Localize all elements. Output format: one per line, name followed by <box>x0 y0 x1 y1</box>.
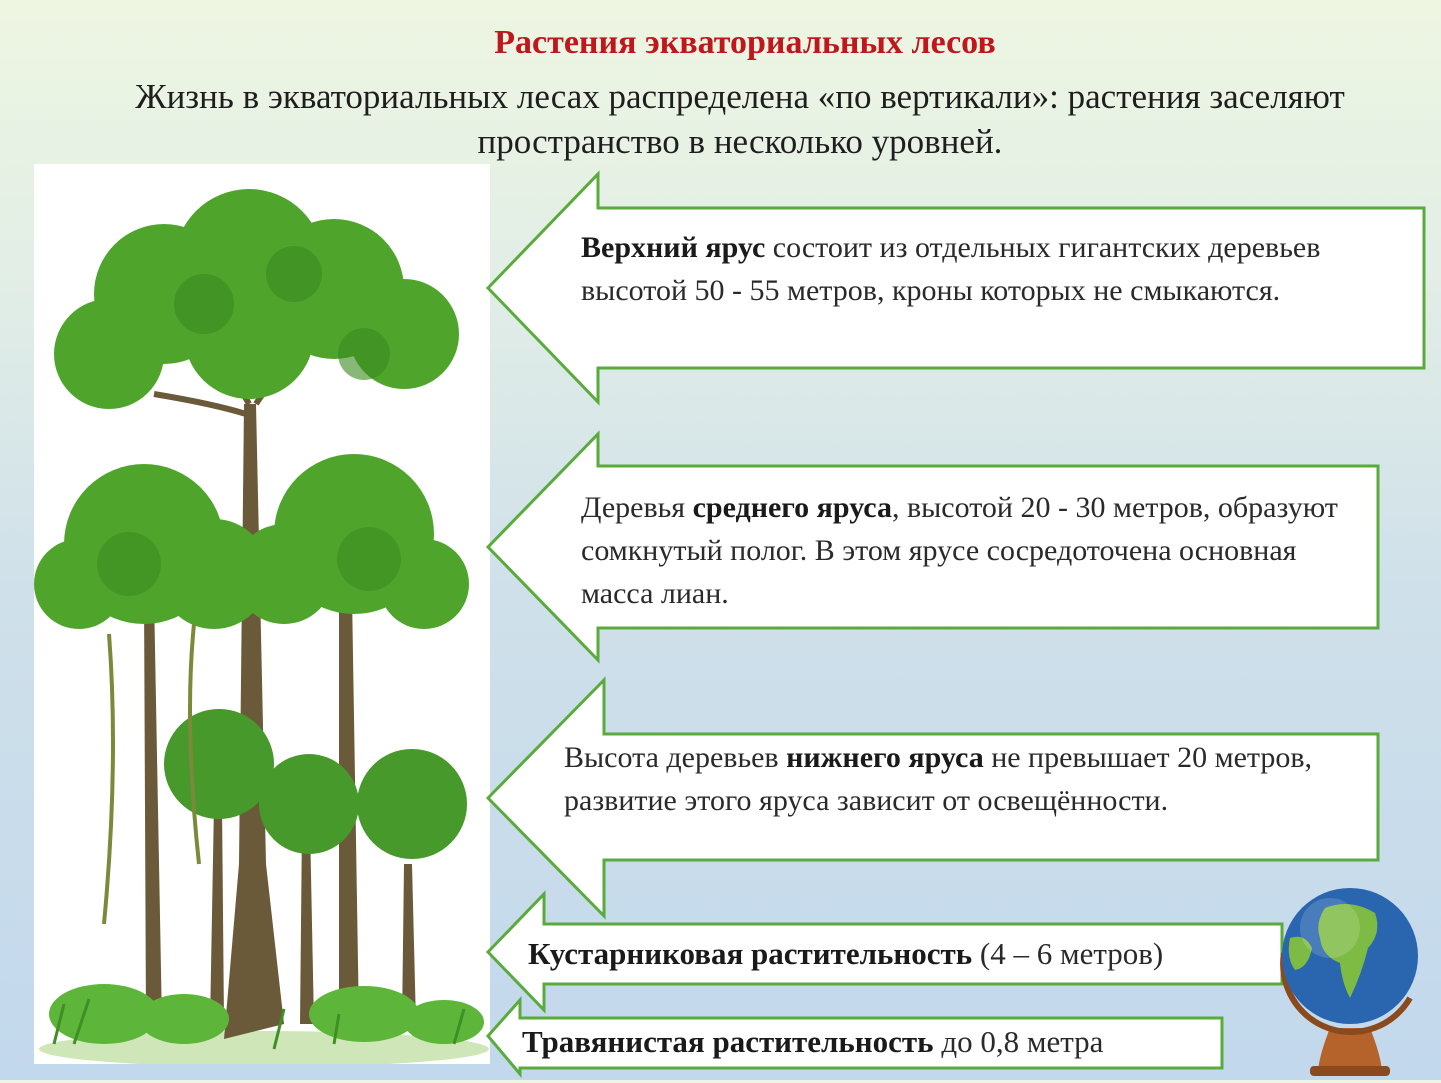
level-arrow-lower: Высота деревьев нижнего яруса не превыша… <box>485 676 1382 920</box>
level-middle-pre: Деревья <box>581 491 693 524</box>
level-middle-title: среднего яруса <box>692 491 892 524</box>
level-middle-text: , высотой 20 - 30 метров, образуют сомкн… <box>581 491 1338 610</box>
level-shrubs-title: Кустарниковая растительность <box>528 936 973 971</box>
page-subtitle: Жизнь в экваториальных лесах распределен… <box>135 77 1345 161</box>
tree-illustration <box>34 164 490 1064</box>
level-arrow-grass: Травянистая растительность до 0,8 метра <box>486 996 1226 1079</box>
level-lower-title: нижнего яруса <box>786 741 984 774</box>
level-upper-text: состоит из отдельных гигантских деревьев… <box>581 231 1321 307</box>
level-arrow-middle: Деревья среднего яруса, высотой 20 - 30 … <box>485 430 1382 664</box>
level-arrow-upper: Верхний ярус состоит из отдельных гигант… <box>485 170 1428 406</box>
level-shrubs-text: (4 – 6 метров) <box>972 936 1164 971</box>
level-lower-pre: Высота деревьев <box>564 741 787 774</box>
page-title: Растения экваториальных лесов <box>494 24 996 61</box>
level-upper-title: Верхний ярус <box>581 231 766 264</box>
level-arrow-shrubs: Кустарниковая растительность (4 – 6 метр… <box>485 890 1286 1014</box>
globe-icon <box>1270 878 1430 1083</box>
level-lower-text: не превышает 20 метров, развитие этого я… <box>564 741 1313 817</box>
level-grass-text: до 0,8 метра <box>933 1024 1104 1059</box>
level-grass-title: Травянистая растительность <box>522 1024 934 1059</box>
